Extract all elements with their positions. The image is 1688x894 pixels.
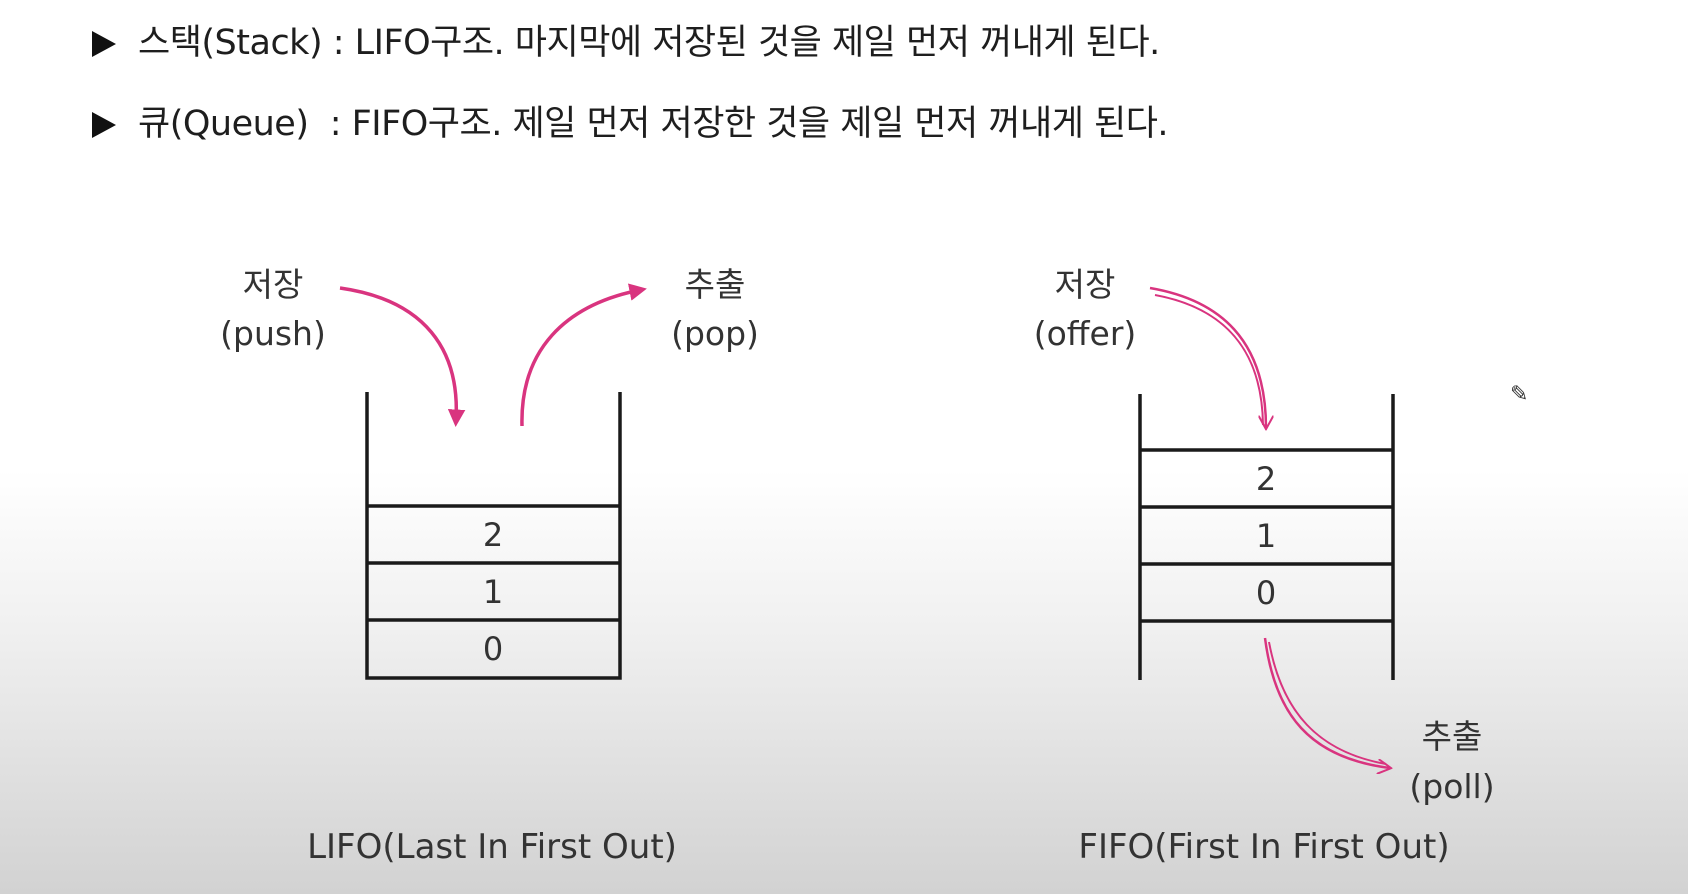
poll-sub-label: (poll)	[1409, 767, 1494, 806]
stack-walls	[365, 392, 622, 680]
poll-arrow-stroke	[1268, 641, 1387, 765]
pop-arrow	[520, 283, 647, 427]
stack-cell-2: 2	[483, 516, 503, 554]
offer-sub-label: (offer)	[1034, 314, 1137, 353]
queue-diagram: 저장 (offer) 추출 (poll) 2 1 0 FIFO(First In…	[1034, 265, 1495, 867]
fifo-caption: FIFO(First In First Out)	[1078, 827, 1449, 867]
stack-cell-1: 1	[483, 573, 503, 611]
stack-cell-0: 0	[483, 630, 503, 668]
queue-cell-1: 1	[1256, 517, 1276, 555]
lifo-caption: LIFO(Last In First Out)	[307, 827, 677, 867]
push-sub-label: (push)	[220, 314, 326, 353]
pop-label: 추출	[685, 265, 746, 304]
poll-arrow	[1263, 637, 1390, 768]
stack-diagram: 저장 (push) 추출 (pop) 2 1 0 LIFO(Last In Fi…	[220, 265, 759, 867]
queue-container	[1138, 394, 1395, 680]
push-label: 저장	[243, 265, 304, 304]
queue-cell-0: 0	[1256, 574, 1276, 612]
offer-arrow	[1149, 286, 1266, 428]
offer-label: 저장	[1055, 265, 1116, 304]
queue-definition-text: 큐(Queue) : FIFO구조. 제일 먼저 저장한 것을 제일 먼저 꺼내…	[138, 104, 1169, 144]
pencil-cursor-icon: ✎	[1510, 382, 1529, 407]
queue-cell-2: 2	[1256, 460, 1276, 498]
bullet-stack-definition: 스택(Stack) : LIFO구조. 마지막에 저장된 것을 제일 먼저 꺼내…	[92, 14, 1160, 65]
bullet-triangle-icon	[92, 31, 116, 57]
bullet-triangle-icon	[92, 112, 116, 138]
offer-arrow-stroke	[1154, 294, 1264, 426]
pop-sub-label: (pop)	[671, 314, 759, 353]
stack-container	[365, 392, 622, 680]
stack-definition-text: 스택(Stack) : LIFO구조. 마지막에 저장된 것을 제일 먼저 꺼내…	[138, 23, 1160, 63]
push-arrow	[339, 286, 466, 427]
poll-label: 추출	[1422, 717, 1483, 756]
bullet-queue-definition: 큐(Queue) : FIFO구조. 제일 먼저 저장한 것을 제일 먼저 꺼내…	[92, 95, 1169, 146]
